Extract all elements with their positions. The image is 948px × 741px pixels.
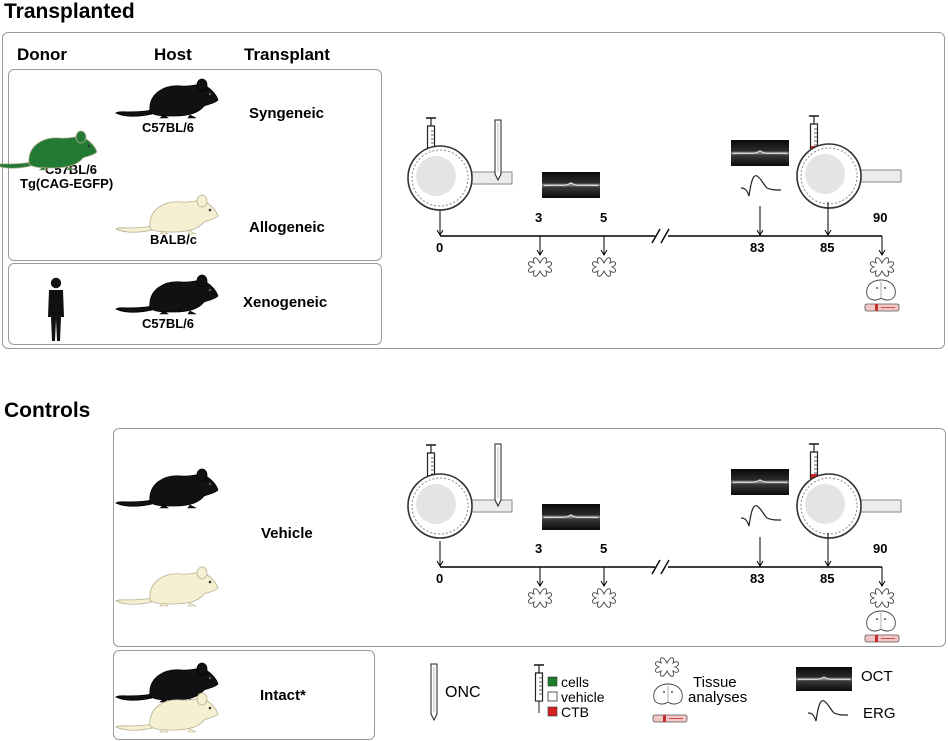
vehicle-panel xyxy=(113,428,946,647)
oct-day83-transplanted xyxy=(731,140,789,166)
donor-transgene-label: Tg(CAG-EGFP) xyxy=(20,176,114,191)
c57bl6-host-mouse-syngeneic xyxy=(115,78,219,119)
day-label-85-transplanted: 85 xyxy=(820,240,835,255)
controls-event-arrow-2 xyxy=(824,533,832,567)
transplanted-analysis-arrow-0 xyxy=(536,236,544,256)
day-label-90-controls: 90 xyxy=(873,541,888,556)
donor-header: Donor xyxy=(17,45,68,64)
legend-oct-label: OCT xyxy=(861,668,893,685)
controls-retina-day5 xyxy=(591,588,617,608)
onc-forceps-controls xyxy=(494,443,502,508)
erg-day83-controls xyxy=(740,505,782,527)
transplanted-retina-day90 xyxy=(869,257,895,277)
controls-retina-day90 xyxy=(869,588,895,608)
transplanted-event-arrow-2 xyxy=(824,202,832,236)
oct-day3-transplanted xyxy=(542,172,600,198)
c57bl6-vehicle-mouse xyxy=(115,468,219,509)
host-label-syngeneic: C57BL/6 xyxy=(142,120,195,135)
intact-label: Intact* xyxy=(260,687,306,704)
legend-erg-label: ERG xyxy=(863,705,896,722)
controls-analysis-arrow-0 xyxy=(536,567,544,587)
egfp-donor-mouse xyxy=(0,130,98,171)
c57bl6-intact-mouse xyxy=(115,662,219,703)
human-donor-icon xyxy=(48,277,64,341)
legend-cells-label: cells xyxy=(561,674,590,690)
legend-retina-icon xyxy=(654,657,680,677)
day-label-0-controls: 0 xyxy=(436,571,444,586)
transplanted-event-arrow-1 xyxy=(756,206,764,236)
transplanted-analysis-arrow-1 xyxy=(600,236,608,256)
controls-timeline-break xyxy=(651,559,670,575)
host-label-allogeneic: BALB/c xyxy=(150,232,197,247)
day-label-0-transplanted: 0 xyxy=(436,240,444,255)
transplanted-tube-day90 xyxy=(864,303,900,312)
transplanted-timeline-break xyxy=(651,228,670,244)
legend-analyses-label: analyses xyxy=(688,689,748,706)
xenogeneic-label: Xenogeneic xyxy=(243,294,328,311)
day-label-90-transplanted: 90 xyxy=(873,210,888,225)
controls-section-title: Controls xyxy=(4,399,91,422)
eye-ctb-controls xyxy=(796,473,902,539)
legend-ctb-label: CTB xyxy=(561,704,589,720)
controls-event-arrow-1 xyxy=(756,537,764,567)
legend-erg-icon xyxy=(807,700,849,722)
legend-brain-icon xyxy=(653,683,683,705)
legend-tissue-label: Tissue xyxy=(693,674,737,691)
legend-cells-swatch xyxy=(547,676,558,687)
eye-onc-transplanted xyxy=(407,145,513,211)
legend-vehicle-label: vehicle xyxy=(561,689,605,705)
allogeneic-label: Allogeneic xyxy=(249,219,325,236)
controls-retina-day3 xyxy=(527,588,553,608)
day-label-85-controls: 85 xyxy=(820,571,835,586)
eye-onc-controls xyxy=(407,473,513,539)
balbc-vehicle-mouse xyxy=(115,566,219,607)
transplanted-retina-day5 xyxy=(591,257,617,277)
eye-ctb-transplanted xyxy=(796,143,902,209)
transplanted-section-title: Transplanted xyxy=(4,0,135,23)
legend-tube-icon xyxy=(652,714,688,723)
c57bl6-host-mouse-xenogeneic xyxy=(115,274,219,315)
host-header: Host xyxy=(154,45,192,64)
legend-vehicle-swatch xyxy=(547,691,558,702)
legend-onc-label: ONC xyxy=(445,684,481,701)
day-label-83-transplanted: 83 xyxy=(750,240,765,255)
day-label-3-controls: 3 xyxy=(535,541,543,556)
legend-oct-icon xyxy=(796,667,852,691)
oct-day83-controls xyxy=(731,469,789,495)
controls-analysis-arrow-2 xyxy=(878,567,886,587)
oct-day3-controls xyxy=(542,504,600,530)
vehicle-label: Vehicle xyxy=(261,525,313,542)
day-label-5-transplanted: 5 xyxy=(600,210,608,225)
day-label-83-controls: 83 xyxy=(750,571,765,586)
syngeneic-label: Syngeneic xyxy=(249,105,325,122)
controls-brain-day90 xyxy=(866,610,896,632)
erg-day83-transplanted xyxy=(740,175,782,197)
controls-event-arrow-0 xyxy=(436,541,444,567)
legend-onc-icon xyxy=(430,663,438,722)
balbc-host-mouse xyxy=(115,194,219,235)
day-label-3-transplanted: 3 xyxy=(535,210,543,225)
onc-forceps-transplanted xyxy=(494,119,502,182)
legend-syringe-icon xyxy=(534,664,544,713)
transplant-header: Transplant xyxy=(244,45,330,64)
controls-tube-day90 xyxy=(864,634,900,643)
host-label-xenogeneic: C57BL/6 xyxy=(142,316,195,331)
legend-ctb-swatch xyxy=(547,706,558,717)
transplanted-brain-day90 xyxy=(866,279,896,301)
controls-analysis-arrow-1 xyxy=(600,567,608,587)
day-label-5-controls: 5 xyxy=(600,541,608,556)
balbc-intact-mouse xyxy=(115,692,219,733)
transplanted-retina-day3 xyxy=(527,257,553,277)
transplanted-event-arrow-0 xyxy=(436,210,444,236)
transplanted-analysis-arrow-2 xyxy=(878,236,886,256)
